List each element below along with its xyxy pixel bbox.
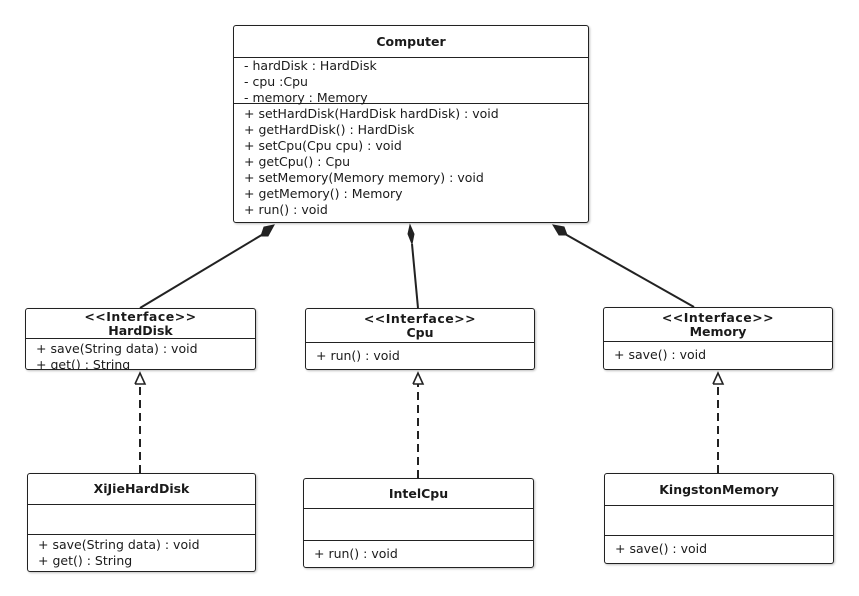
interface-name: Cpu: [406, 324, 434, 340]
realization-link-cpu: [412, 371, 425, 478]
realization-link-memory: [712, 371, 725, 473]
method: + getCpu() : Cpu: [244, 154, 351, 169]
method: + get() : String: [36, 357, 131, 370]
xijieharddisk-class[interactable]: XiJieHardDisk + save(String data) : void…: [27, 473, 256, 572]
cpu-interface-methods: + run() : void: [306, 343, 534, 364]
method: + getMemory() : Memory: [244, 186, 403, 201]
attribute: - cpu :Cpu: [244, 74, 308, 89]
cpu-interface[interactable]: <<Interface>> Cpu + run() : void: [305, 308, 535, 370]
intelcpu-class[interactable]: IntelCpu + run() : void: [303, 478, 534, 568]
attribute: - memory : Memory: [244, 90, 368, 105]
xijieharddisk-methods: + save(String data) : void + get() : Str…: [28, 535, 255, 569]
computer-class-header: Computer: [234, 26, 588, 58]
class-name: XiJieHardDisk: [93, 481, 190, 496]
class-name: Computer: [376, 33, 446, 49]
method: + setCpu(Cpu cpu) : void: [244, 138, 402, 153]
interface-name: Memory: [689, 323, 747, 339]
harddisk-interface[interactable]: <<Interface>> HardDisk + save(String dat…: [25, 308, 256, 370]
kingstonmemory-class-header: KingstonMemory: [605, 474, 833, 506]
harddisk-interface-header: <<Interface>> HardDisk: [26, 309, 255, 339]
attribute: - hardDisk : HardDisk: [244, 58, 377, 73]
stereotype-label: <<Interface>>: [84, 308, 197, 324]
method: + getHardDisk() : HardDisk: [244, 122, 415, 137]
cpu-interface-header: <<Interface>> Cpu: [306, 309, 534, 343]
intelcpu-attributes: [304, 509, 533, 541]
xijieharddisk-class-header: XiJieHardDisk: [28, 474, 255, 505]
kingstonmemory-class[interactable]: KingstonMemory + save() : void: [604, 473, 834, 564]
method: + run() : void: [316, 348, 400, 363]
composition-link-harddisk: [139, 224, 275, 309]
method: + run() : void: [314, 546, 398, 561]
method: + save(String data) : void: [36, 341, 198, 356]
composition-link-memory: [552, 224, 695, 308]
stereotype-label: <<Interface>>: [661, 309, 775, 325]
composition-link-cpu: [407, 223, 419, 309]
computer-class[interactable]: Computer - hardDisk : HardDisk - cpu :Cp…: [233, 25, 589, 223]
method: + setMemory(Memory memory) : void: [244, 170, 484, 185]
class-name: KingstonMemory: [659, 481, 779, 497]
intelcpu-class-header: IntelCpu: [304, 479, 533, 509]
kingstonmemory-methods: + save() : void: [605, 536, 833, 557]
memory-interface-header: <<Interface>> Memory: [604, 308, 832, 342]
stereotype-label: <<Interface>>: [363, 310, 477, 326]
memory-interface-methods: + save() : void: [604, 342, 832, 363]
computer-methods: + setHardDisk(HardDisk hardDisk) : void …: [234, 104, 588, 218]
method: + get() : String: [38, 553, 133, 568]
method: + save() : void: [614, 347, 707, 362]
kingstonmemory-attributes: [605, 506, 833, 536]
method: + save() : void: [615, 541, 708, 556]
method: + save(String data) : void: [38, 537, 200, 552]
harddisk-interface-methods: + save(String data) : void + get() : Str…: [26, 339, 255, 370]
computer-attributes: - hardDisk : HardDisk - cpu :Cpu - memor…: [234, 58, 588, 105]
intelcpu-methods: + run() : void: [304, 541, 533, 562]
method: + run() : void: [244, 202, 328, 217]
realization-link-harddisk: [134, 371, 147, 473]
interface-name: HardDisk: [108, 322, 173, 338]
xijieharddisk-attributes: [28, 505, 255, 535]
class-name: IntelCpu: [388, 485, 449, 501]
memory-interface[interactable]: <<Interface>> Memory + save() : void: [603, 307, 833, 370]
method: + setHardDisk(HardDisk hardDisk) : void: [244, 106, 499, 121]
